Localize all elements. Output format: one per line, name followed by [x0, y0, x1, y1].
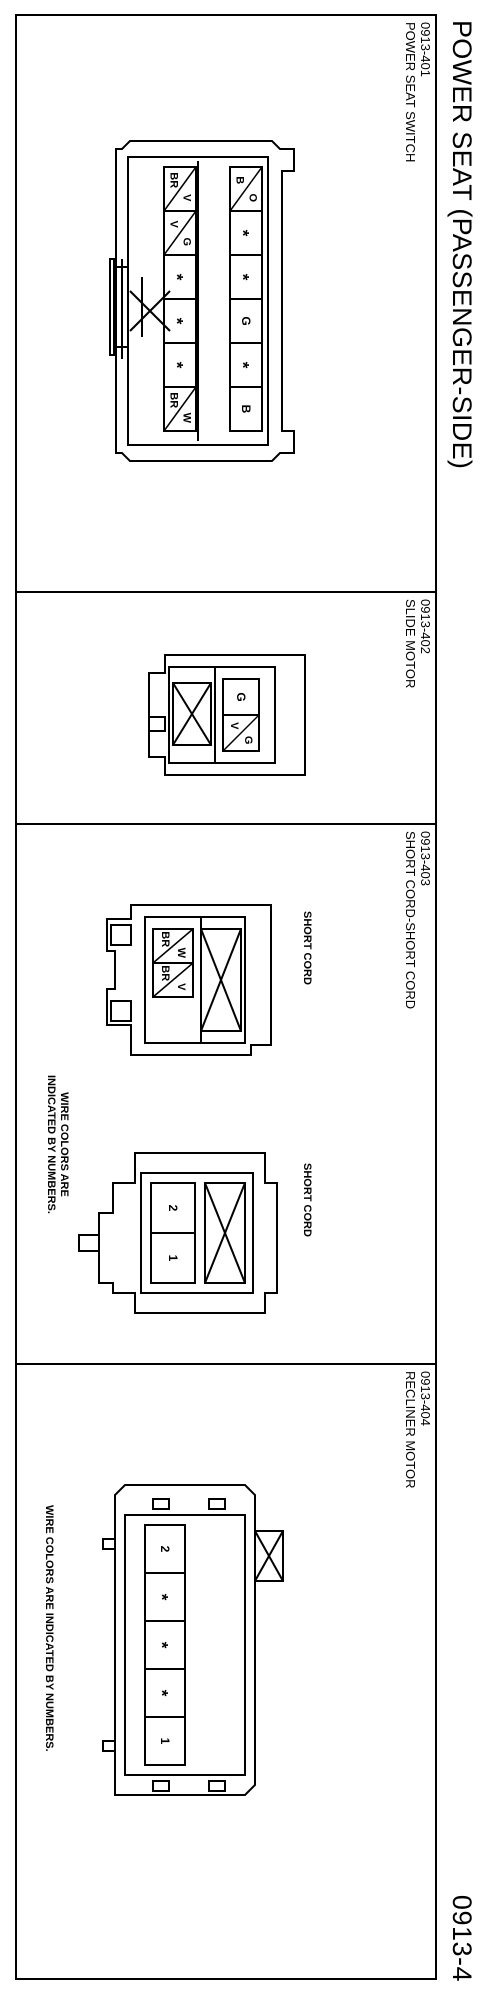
terminal-wire-color: *	[168, 318, 187, 325]
note-line: WIRE COLORS ARE	[58, 1092, 70, 1197]
terminal-wire-color: BR	[168, 392, 180, 408]
terminal-wire-color: V	[175, 983, 187, 991]
terminal-wire-color: 1	[158, 1738, 172, 1745]
panel-short-cord: 0913-403 SHORT CORD-SHORT CORD SHORT COR…	[17, 823, 435, 1363]
terminal-wire-color: B	[239, 405, 253, 414]
terminal-cell: VBR	[163, 166, 197, 212]
short-cord-male-connector: 21	[78, 1152, 278, 1314]
terminal-cell: OB	[229, 166, 263, 212]
short-cord-label-male: SHORT CORD	[301, 1163, 313, 1237]
terminal-wire-color: O	[246, 194, 258, 203]
panel-code: 0913-402	[418, 599, 433, 654]
terminal-cell: W BR	[152, 928, 194, 964]
panel-name: POWER SEAT SWITCH	[403, 22, 418, 163]
slide-motor-connector: GGV	[148, 654, 306, 776]
terminal-wire-color: G	[180, 238, 192, 247]
terminal-wire-color: *	[168, 362, 187, 369]
terminal-cell: 2	[150, 1182, 196, 1234]
short-cord-label-female: SHORT CORD	[301, 911, 313, 985]
terminal-wire-color: V	[180, 194, 192, 202]
note-line: INDICATED BY NUMBERS.	[45, 1075, 57, 1214]
panel-name: RECLINER MOTOR	[403, 1371, 418, 1489]
terminal-wire-color: *	[234, 230, 253, 237]
page-title: POWER SEAT (PASSENGER-SIDE)	[447, 20, 477, 470]
terminal-cell: *	[144, 1572, 186, 1622]
terminal-wire-color: *	[153, 1642, 172, 1649]
terminal-cell: *	[163, 342, 197, 388]
terminal-wire-color: *	[234, 274, 253, 281]
terminal-wire-color: V	[228, 722, 240, 730]
wire-color-note: WIRE COLORS ARE INDICATED BY NUMBERS.	[44, 1075, 70, 1214]
terminal-cell: 2	[144, 1524, 186, 1574]
terminal-cell: *	[144, 1668, 186, 1718]
terminal-cell: *	[163, 298, 197, 344]
terminal-wire-color: G	[234, 692, 248, 701]
wire-color-note: WIRE COLORS ARE INDICATED BY NUMBERS.	[43, 1505, 55, 1752]
terminal-wire-color: G	[242, 736, 254, 745]
terminal-cell: GV	[163, 210, 197, 256]
terminal-cell: V BR	[152, 962, 194, 998]
terminal-wire-color: B	[234, 176, 246, 184]
terminal-wire-color: BR	[168, 172, 180, 188]
terminal-cell: G	[222, 678, 260, 716]
terminal-wire-color: 1	[166, 1255, 180, 1262]
short-cord-female-connector: W BR V BR	[106, 904, 272, 1056]
terminal-cell: G	[229, 298, 263, 344]
panel-name: SHORT CORD-SHORT CORD	[403, 831, 418, 1010]
terminal-cell: *	[229, 254, 263, 300]
terminal-cell: WBR	[163, 386, 197, 432]
terminal-cell: *	[229, 342, 263, 388]
terminal-wire-color: G	[239, 316, 253, 325]
terminal-wire-color: *	[153, 1594, 172, 1601]
terminal-wire-color: *	[168, 274, 187, 281]
terminal-cell: *	[229, 210, 263, 256]
terminal-wire-color: W	[180, 413, 192, 424]
terminal-wire-color: V	[168, 221, 180, 229]
terminal-wire-color: 2	[166, 1205, 180, 1212]
panel-recliner-motor: 0913-404 RECLINER MOTOR 2 * * * 1	[17, 1363, 435, 1982]
terminal-wire-color: *	[153, 1690, 172, 1697]
terminal-cell: B	[229, 386, 263, 432]
panel-code: 0913-404	[418, 1371, 433, 1426]
terminal-cell: *	[144, 1620, 186, 1670]
page-number: 0913-4	[447, 1894, 477, 1982]
terminal-wire-color: BR	[159, 931, 171, 947]
terminal-wire-color: BR	[159, 965, 171, 981]
panel-code: 0913-401	[418, 22, 433, 77]
panel-name: SLIDE MOTOR	[403, 599, 418, 689]
panel-code: 0913-403	[418, 831, 433, 886]
terminal-wire-color: *	[234, 362, 253, 369]
terminal-wire-color: 2	[158, 1546, 172, 1553]
recliner-motor-connector: 2 * * * 1	[102, 1484, 284, 1796]
terminal-cell: 1	[150, 1232, 196, 1284]
terminal-cell: 1	[144, 1716, 186, 1766]
terminal-cell: GV	[222, 714, 260, 752]
terminal-wire-color: W	[175, 948, 187, 959]
